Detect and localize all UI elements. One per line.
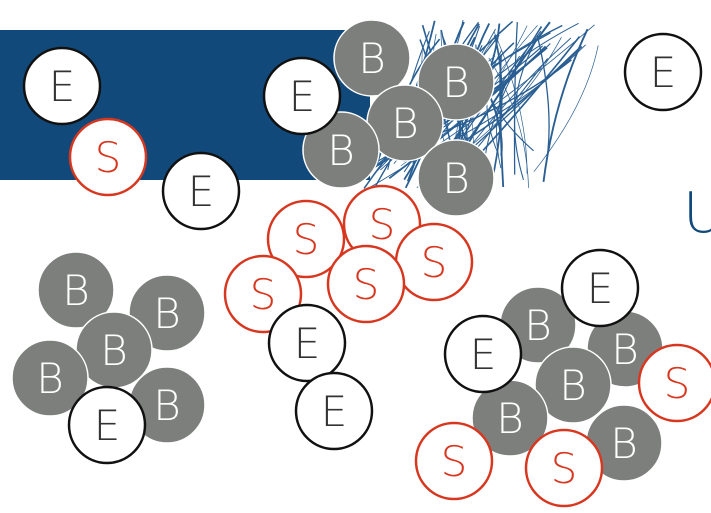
circle-node: [623, 32, 703, 112]
circle-node: [417, 43, 495, 121]
scribble-stroke: [496, 55, 520, 169]
bound-label: B: [153, 381, 181, 430]
enzyme-node: E: [161, 151, 241, 231]
enzyme-label: E: [470, 330, 497, 379]
substrate-node: S: [394, 222, 474, 302]
circle-node: [67, 385, 147, 465]
circle-node: [414, 421, 494, 501]
enzyme-node: E: [67, 385, 147, 465]
enzyme-label: E: [587, 264, 614, 313]
substrate-label: S: [551, 444, 578, 493]
bound-label: B: [391, 99, 419, 148]
substrate-label: S: [441, 437, 468, 486]
scribble-stroke: [488, 57, 529, 188]
enzyme-node: E: [267, 303, 347, 383]
bound-label: B: [358, 34, 386, 83]
enzyme-node: E: [560, 248, 640, 328]
bound-label: B: [36, 354, 64, 403]
substrate-node: S: [266, 199, 346, 279]
enzyme-node: E: [443, 314, 523, 394]
scribble-stroke: [484, 26, 543, 157]
bound-node: B: [37, 251, 115, 329]
substrate-node: S: [524, 428, 604, 508]
bound-label: B: [524, 301, 552, 350]
circle-node: [22, 46, 102, 126]
scribble-stroke: [533, 45, 599, 173]
bound-label: B: [327, 126, 355, 175]
bound-label: B: [100, 326, 128, 375]
substrate-label: S: [353, 260, 380, 309]
substrate-label: S: [421, 238, 448, 287]
bound-node: B: [302, 111, 380, 189]
bound-node: B: [11, 339, 89, 417]
scribble-stroke: [542, 28, 589, 183]
scribble-stroke: [490, 35, 503, 185]
enzyme-label: E: [650, 48, 677, 97]
bound-node: B: [128, 366, 206, 444]
bound-label: B: [442, 154, 470, 203]
circle-node: [294, 371, 374, 451]
enzyme-label: E: [289, 72, 316, 121]
bound-label: B: [496, 394, 524, 443]
bound-node: B: [366, 84, 444, 162]
circle-node: [68, 117, 148, 197]
substrate-label: S: [369, 200, 396, 249]
substrate-label: S: [95, 133, 122, 182]
circle-node: [417, 139, 495, 217]
substrate-node: S: [637, 343, 711, 423]
bound-node: B: [585, 404, 663, 482]
bound-node: B: [417, 139, 495, 217]
bound-node: B: [534, 346, 612, 424]
circle-node: [534, 346, 612, 424]
circle-node: [443, 314, 523, 394]
scribble-stroke: [470, 58, 549, 156]
substrate-label: S: [664, 359, 691, 408]
substrate-node: S: [68, 117, 148, 197]
substrate-label: S: [293, 215, 320, 264]
circle-node: [302, 111, 380, 189]
enzyme-label: E: [321, 387, 348, 436]
bound-label: B: [610, 419, 638, 468]
scribble-stroke: [464, 37, 562, 151]
scribble-stroke: [513, 22, 518, 175]
bound-node: B: [417, 43, 495, 121]
enzyme-node: E: [623, 32, 703, 112]
circle-node: [267, 303, 347, 383]
enzyme-label: E: [294, 319, 321, 368]
bound-node: B: [333, 19, 411, 97]
enzyme-label: E: [94, 401, 121, 450]
enzyme-node: E: [262, 56, 342, 136]
bound-label: B: [153, 289, 181, 338]
bound-label: B: [611, 325, 639, 374]
circle-node: [37, 251, 115, 329]
bound-label: B: [559, 361, 587, 410]
enzyme-node: E: [22, 46, 102, 126]
substrate-node: S: [414, 421, 494, 501]
circle-node: [326, 244, 406, 324]
circle-node: [524, 428, 604, 508]
circle-node: [11, 339, 89, 417]
circle-node: [333, 19, 411, 97]
circle-node: [161, 151, 241, 231]
enzyme-label: E: [49, 62, 76, 111]
bound-label: B: [442, 58, 470, 107]
bound-label: B: [62, 266, 90, 315]
circle-node: [262, 56, 342, 136]
circle-node: [560, 248, 640, 328]
substrate-label: S: [250, 270, 277, 319]
circle-node: [266, 199, 346, 279]
bound-node: B: [471, 379, 549, 457]
circle-node: [637, 343, 711, 423]
partial-glyph: U: [683, 181, 711, 246]
substrate-node: S: [326, 244, 406, 324]
enzyme-label: E: [188, 167, 215, 216]
enzyme-node: E: [294, 371, 374, 451]
